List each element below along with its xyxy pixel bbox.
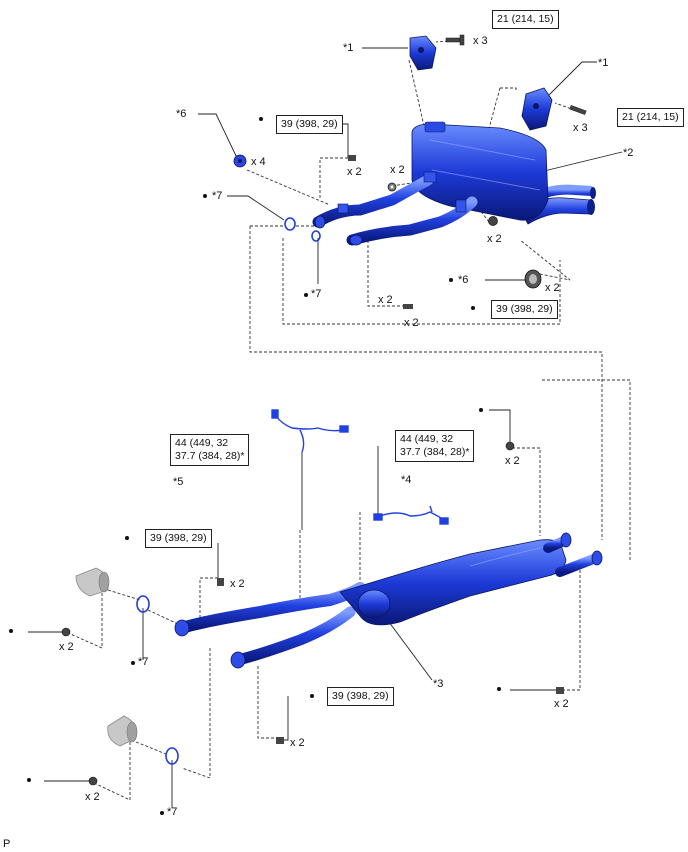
gaskets-lower bbox=[136, 595, 179, 765]
muffler-bracket-left bbox=[409, 35, 437, 71]
qty-bolt: x 2 bbox=[230, 578, 245, 590]
front-exhaust-pipe-assembly bbox=[174, 532, 603, 669]
torque-spec-box: 21 (214, 15) bbox=[492, 10, 559, 29]
solid-leaders bbox=[28, 47, 623, 808]
manifold-stub-lower bbox=[107, 715, 138, 747]
callout-7-c: *7 bbox=[138, 656, 149, 668]
callout-7-b: *7 bbox=[311, 288, 322, 300]
qty-nut: x 2 bbox=[505, 455, 520, 467]
qty-bolt: x 2 bbox=[290, 737, 305, 749]
bullet-marker bbox=[203, 194, 207, 198]
callout-7-a: *7 bbox=[212, 190, 223, 202]
qty-bolt: x 2 bbox=[554, 698, 569, 710]
callout-1-right: *1 bbox=[598, 57, 609, 69]
qty-bolt: x 2 bbox=[347, 166, 362, 178]
oxygen-sensor-4 bbox=[373, 505, 449, 525]
bullet-marker bbox=[449, 278, 453, 282]
exhaust-cushion-lower bbox=[524, 269, 542, 289]
muffler-bracket-right bbox=[521, 87, 553, 131]
qty-nut: x 2 bbox=[390, 164, 405, 176]
qty-nut: x 2 bbox=[85, 791, 100, 803]
footer-code: P bbox=[3, 838, 11, 850]
bullet-marker bbox=[27, 778, 31, 782]
torque-spec-box: 39 (398, 29) bbox=[327, 687, 394, 706]
callout-2: *2 bbox=[623, 147, 634, 159]
qty-bracket-bolts-left: x 3 bbox=[473, 35, 488, 47]
exhaust-cushion-upper bbox=[233, 154, 247, 168]
bullet-marker bbox=[160, 811, 164, 815]
manifold-stub-upper bbox=[75, 567, 110, 597]
callout-5: *5 bbox=[173, 476, 184, 488]
callout-6-upper: *6 bbox=[176, 108, 187, 120]
bullet-marker bbox=[479, 408, 483, 412]
dashed-leaders bbox=[65, 39, 631, 801]
bullet-marker bbox=[259, 117, 263, 121]
torque-line: 37.7 (384, 28)* bbox=[400, 446, 470, 458]
bullet-marker bbox=[310, 694, 314, 698]
torque-spec-box: 39 (398, 29) bbox=[491, 300, 558, 319]
bullet-marker bbox=[131, 661, 135, 665]
bullet-marker bbox=[497, 687, 501, 691]
callout-7-d: *7 bbox=[167, 806, 178, 818]
torque-line: 37.7 (384, 28)* bbox=[175, 450, 245, 462]
bullet-marker bbox=[9, 629, 13, 633]
qty-nut: x 2 bbox=[487, 233, 502, 245]
callout-6-lower: *6 bbox=[458, 274, 469, 286]
bullet-marker bbox=[125, 536, 129, 540]
bullet-marker bbox=[471, 306, 475, 310]
torque-spec-box: 21 (214, 15) bbox=[617, 108, 684, 127]
torque-line: 44 (449, 32 bbox=[400, 433, 454, 445]
qty-bracket-bolts-right: x 3 bbox=[573, 122, 588, 134]
nuts-upper bbox=[348, 155, 498, 309]
qty-cushion-lower: x 2 bbox=[545, 282, 560, 294]
callout-1-upper: *1 bbox=[343, 42, 354, 54]
torque-spec-box: 39 (398, 29) bbox=[276, 115, 343, 134]
qty-bolt: x 2 bbox=[404, 317, 419, 329]
qty-cushion: x 4 bbox=[251, 156, 266, 168]
oxygen-sensor-5 bbox=[271, 409, 349, 453]
qty-nut: x 2 bbox=[59, 641, 74, 653]
rear-muffler-assembly bbox=[312, 121, 596, 246]
bracket-bolts bbox=[445, 34, 587, 115]
torque-line: 44 (449, 32 bbox=[175, 437, 229, 449]
torque-spec-box-sensor-5: 44 (449, 32 37.7 (384, 28)* bbox=[170, 434, 250, 466]
qty-extra: x 2 bbox=[378, 294, 393, 306]
torque-spec-box: 39 (398, 29) bbox=[145, 529, 212, 548]
callout-4: *4 bbox=[401, 474, 412, 486]
nuts-lower bbox=[61, 441, 564, 786]
callout-3: *3 bbox=[433, 678, 444, 690]
bullet-marker bbox=[304, 293, 308, 297]
torque-spec-box-sensor-4: 44 (449, 32 37.7 (384, 28)* bbox=[395, 430, 475, 462]
gaskets-upper bbox=[284, 217, 321, 242]
